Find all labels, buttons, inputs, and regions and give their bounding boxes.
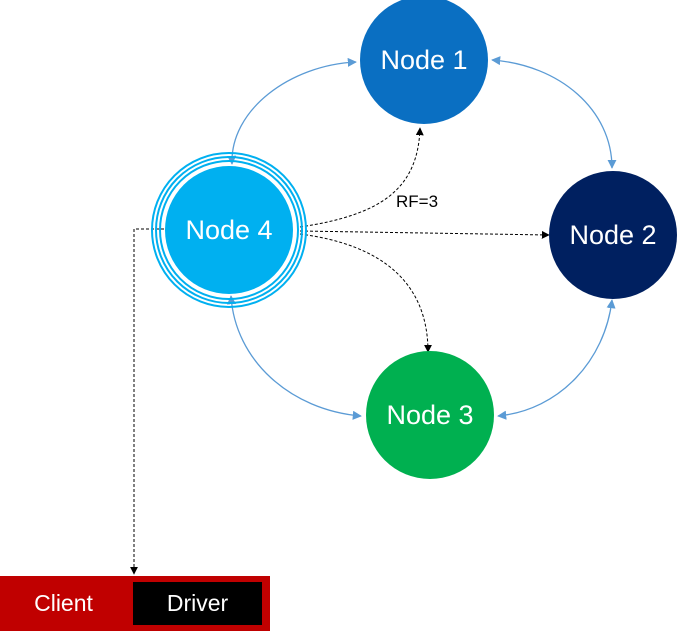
node-4-label: Node 4	[185, 215, 272, 245]
node-2[interactable]: Node 2	[549, 171, 677, 299]
client-label: Client	[34, 590, 93, 616]
node-3-circle	[366, 351, 494, 479]
driver-box[interactable]: Driver	[133, 582, 262, 625]
node-2-circle	[549, 171, 677, 299]
node-3[interactable]: Node 3	[366, 351, 494, 479]
node-1-label: Node 1	[380, 45, 467, 75]
node-3-label: Node 3	[386, 400, 473, 430]
node-4-middle-ring	[155, 156, 303, 304]
node-4-inner-ring	[159, 160, 299, 300]
ring-link-node3-node4	[226, 295, 362, 420]
node-4-outer-ring	[151, 152, 307, 308]
replica-link-node1	[299, 127, 424, 228]
replica-link-node2	[299, 230, 550, 239]
ring-link-node4-node1	[227, 57, 357, 165]
client-connection-link	[130, 228, 164, 575]
client-bar: Client Driver	[0, 576, 270, 631]
ring-link-node2-node3	[497, 299, 616, 420]
node-4-circle	[165, 166, 293, 294]
node-2-label: Node 2	[569, 220, 656, 250]
node-4[interactable]: Node 4	[151, 152, 307, 308]
replica-link-node3	[299, 233, 432, 353]
node-1-circle	[360, 0, 488, 124]
node-1[interactable]: Node 1	[360, 0, 488, 124]
replication-factor-label: RF=3	[396, 192, 438, 211]
ring-link-node1-node2	[491, 56, 617, 169]
